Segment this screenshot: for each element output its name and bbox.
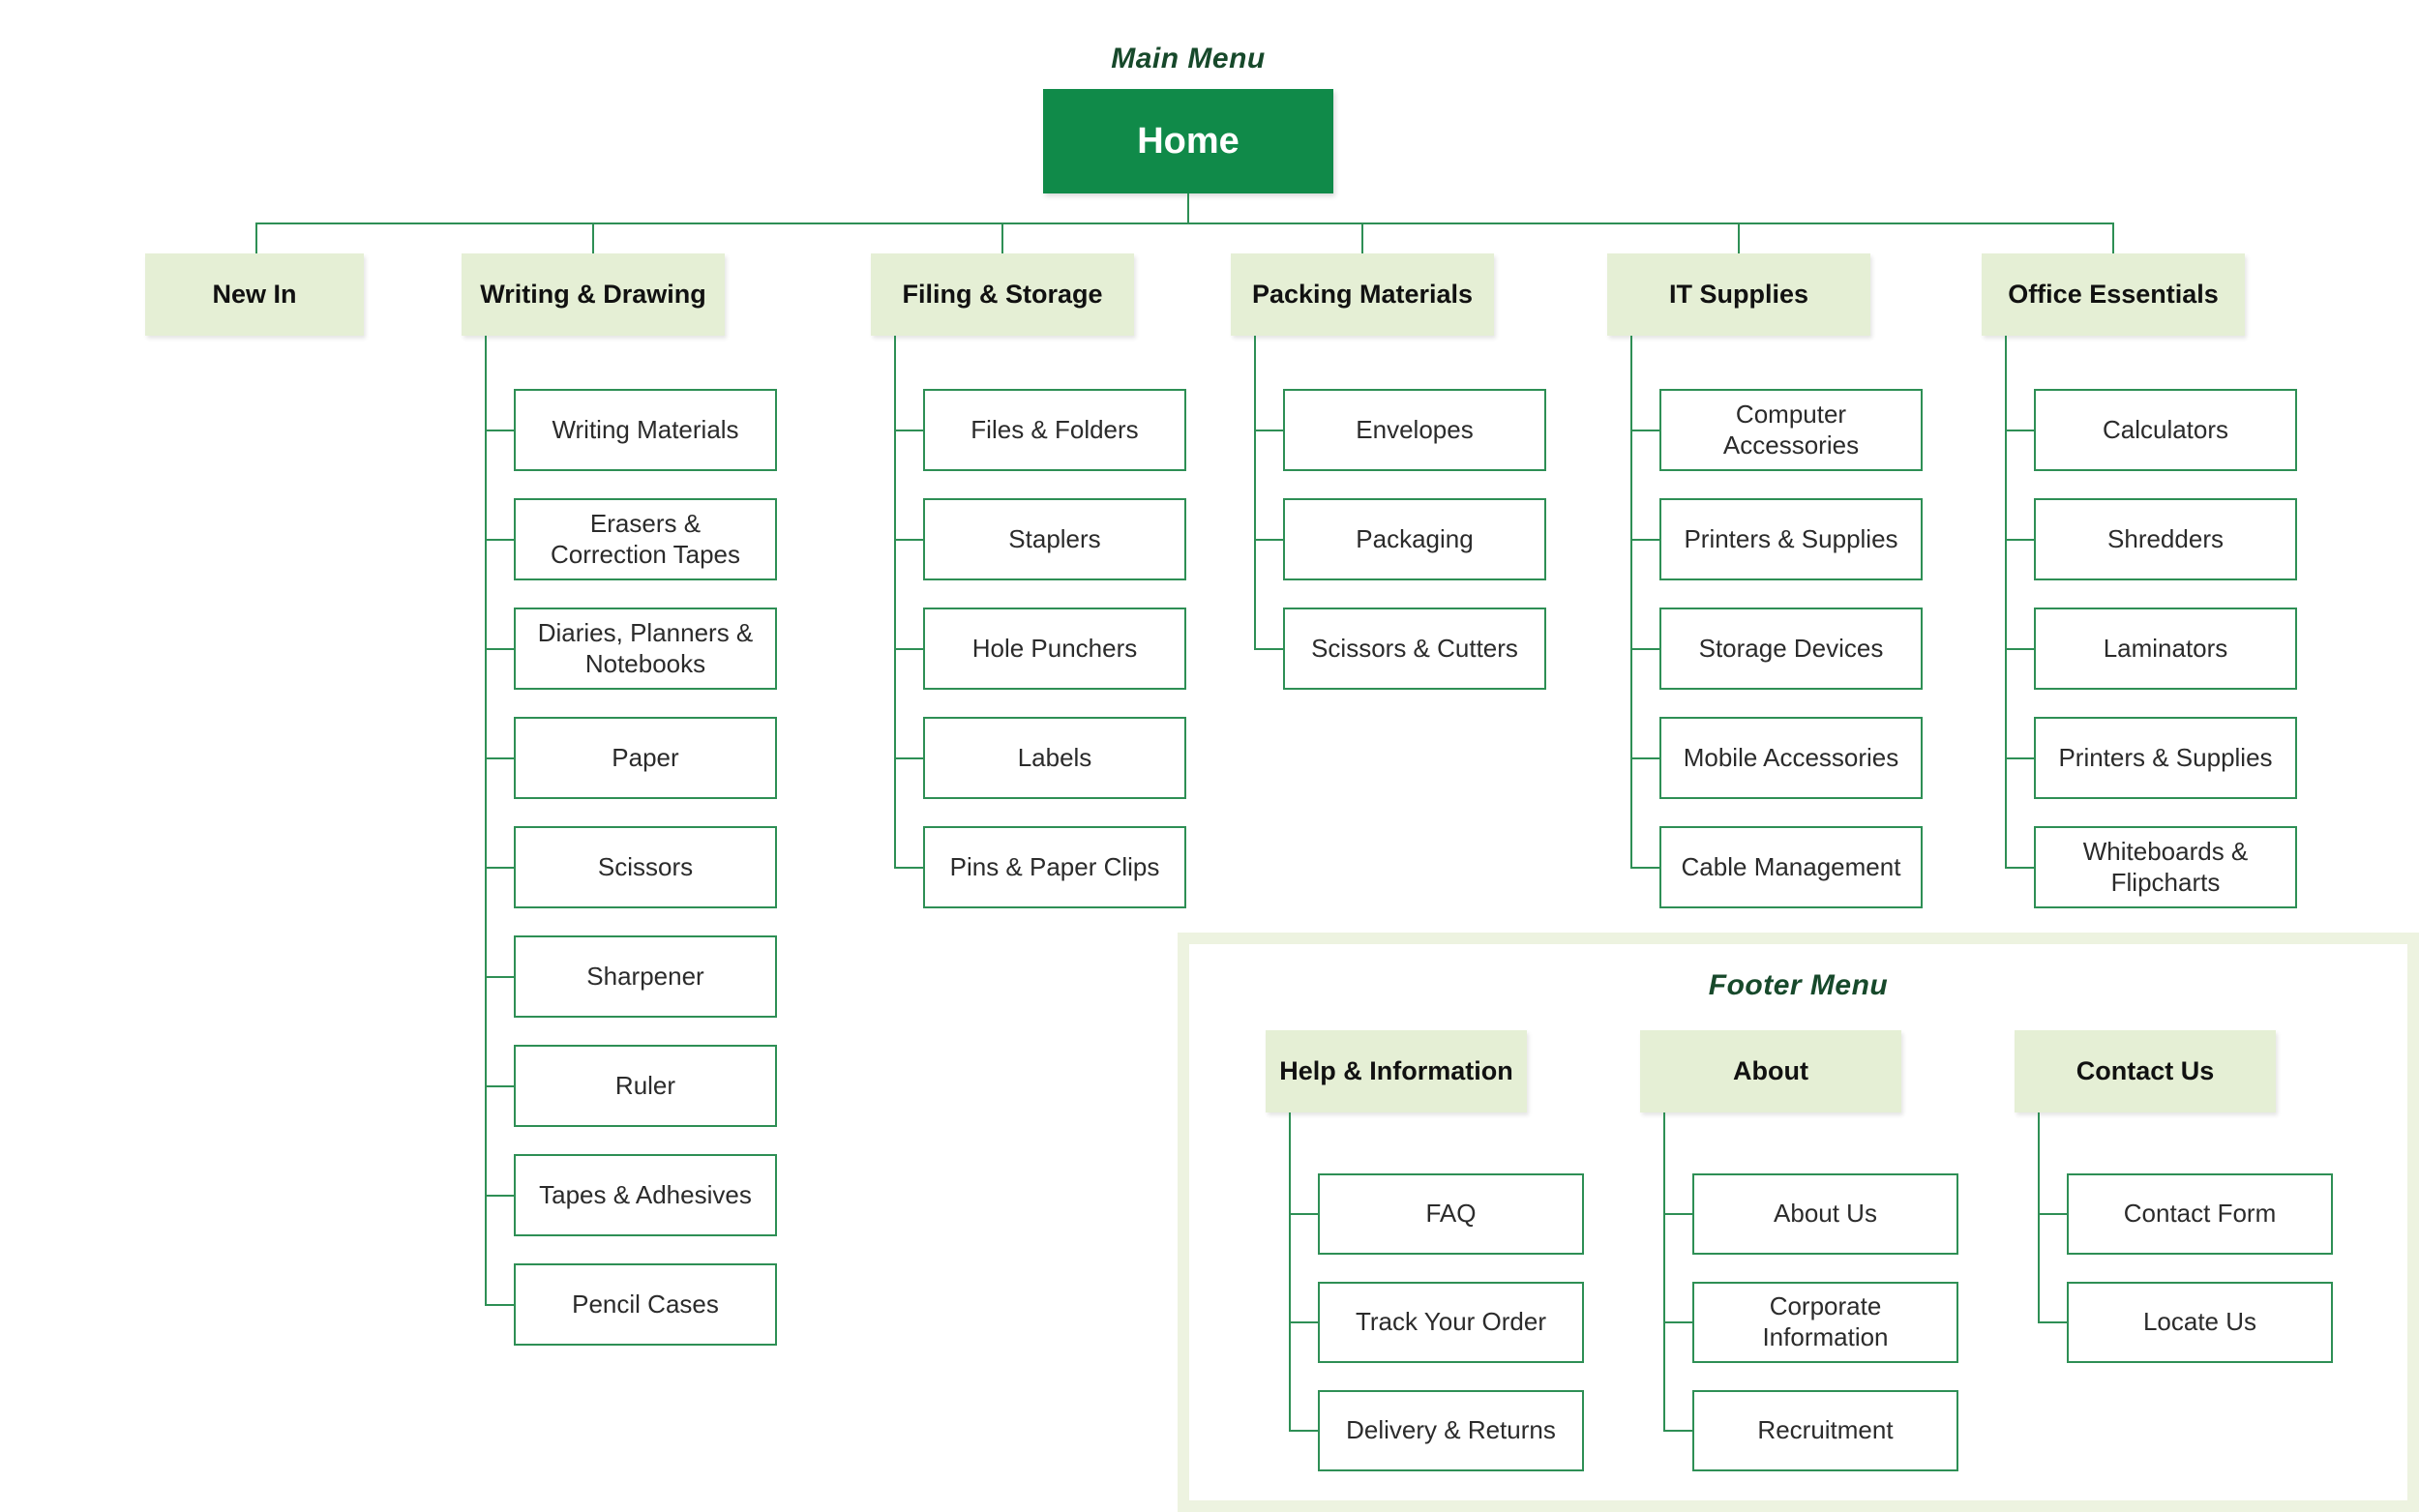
subcategory-node[interactable]: Pencil Cases [485, 1263, 777, 1346]
subcategory-node[interactable]: Calculators [2005, 389, 2297, 471]
subcategory-node[interactable]: Laminators [2005, 608, 2297, 690]
subcategory-node[interactable]: Envelopes [1254, 389, 1546, 471]
subcategory-node[interactable]: Erasers & Correction Tapes [485, 498, 777, 580]
subcategory-node[interactable]: Staplers [894, 498, 1186, 580]
subcategory-node[interactable]: Printers & Supplies [1630, 498, 1923, 580]
connector-trunk [894, 336, 896, 868]
connector-line [2112, 222, 2114, 253]
connector-line [255, 222, 2114, 224]
connector-line [1187, 193, 1189, 223]
subcategory-node[interactable]: Recruitment [1663, 1390, 1958, 1471]
connector-line [1738, 222, 1740, 253]
subcategory-node[interactable]: Sharpener [485, 935, 777, 1018]
category-node-help-information[interactable]: Help & Information [1266, 1030, 1527, 1112]
connector-line [255, 222, 257, 253]
connector-trunk [1289, 1112, 1291, 1431]
home-node[interactable]: Home [1043, 89, 1333, 193]
subcategory-node[interactable]: Scissors [485, 826, 777, 908]
category-node-contact-us[interactable]: Contact Us [2015, 1030, 2276, 1112]
subcategory-node[interactable]: Scissors & Cutters [1254, 608, 1546, 690]
subcategory-node[interactable]: Corporate Information [1663, 1282, 1958, 1363]
category-node-writing-drawing[interactable]: Writing & Drawing [462, 253, 725, 336]
subcategory-node[interactable]: Storage Devices [1630, 608, 1923, 690]
category-node-packing-materials[interactable]: Packing Materials [1231, 253, 1494, 336]
subcategory-node[interactable]: Track Your Order [1289, 1282, 1584, 1363]
subcategory-node[interactable]: Delivery & Returns [1289, 1390, 1584, 1471]
connector-trunk [2038, 1112, 2040, 1322]
connector-trunk [1663, 1112, 1665, 1431]
category-node-it-supplies[interactable]: IT Supplies [1607, 253, 1870, 336]
connector-trunk [2005, 336, 2007, 868]
category-node-about[interactable]: About [1640, 1030, 1901, 1112]
connector-trunk [485, 336, 487, 1305]
category-node-filing-storage[interactable]: Filing & Storage [871, 253, 1134, 336]
subcategory-node[interactable]: Locate Us [2038, 1282, 2333, 1363]
subcategory-node[interactable]: Printers & Supplies [2005, 717, 2297, 799]
category-node-office-essentials[interactable]: Office Essentials [1982, 253, 2245, 336]
connector-line [1001, 222, 1003, 253]
subcategory-node[interactable]: About Us [1663, 1173, 1958, 1255]
subcategory-node[interactable]: Diaries, Planners & Notebooks [485, 608, 777, 690]
subcategory-node[interactable]: Paper [485, 717, 777, 799]
connector-trunk [1254, 336, 1256, 649]
category-node-new-in[interactable]: New In [145, 253, 364, 336]
subcategory-node[interactable]: Writing Materials [485, 389, 777, 471]
main-menu-title: Main Menu [1111, 43, 1266, 74]
subcategory-node[interactable]: Packaging [1254, 498, 1546, 580]
subcategory-node[interactable]: Cable Management [1630, 826, 1923, 908]
subcategory-node[interactable]: Shredders [2005, 498, 2297, 580]
connector-line [592, 222, 594, 253]
subcategory-node[interactable]: Ruler [485, 1045, 777, 1127]
connector-trunk [1630, 336, 1632, 868]
subcategory-node[interactable]: Computer Accessories [1630, 389, 1923, 471]
subcategory-node[interactable]: Files & Folders [894, 389, 1186, 471]
footer-menu-title: Footer Menu [1708, 969, 1889, 1001]
connector-line [1361, 222, 1363, 253]
subcategory-node[interactable]: Mobile Accessories [1630, 717, 1923, 799]
subcategory-node[interactable]: Pins & Paper Clips [894, 826, 1186, 908]
subcategory-node[interactable]: FAQ [1289, 1173, 1584, 1255]
subcategory-node[interactable]: Contact Form [2038, 1173, 2333, 1255]
subcategory-node[interactable]: Hole Punchers [894, 608, 1186, 690]
subcategory-node[interactable]: Labels [894, 717, 1186, 799]
subcategory-node[interactable]: Tapes & Adhesives [485, 1154, 777, 1236]
subcategory-node[interactable]: Whiteboards & Flipcharts [2005, 826, 2297, 908]
